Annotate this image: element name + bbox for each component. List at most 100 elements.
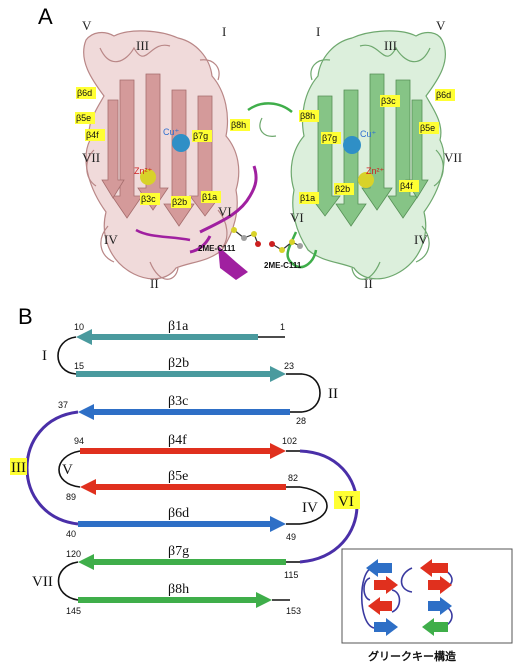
loop-label-iii-highlight <box>10 458 27 475</box>
right-strand-tag-7: β1a <box>299 192 319 204</box>
right-loop-label-4: VII <box>444 150 462 165</box>
right-cu-sphere <box>343 136 361 154</box>
me-right-atoms <box>269 239 303 253</box>
left-loop-label-1: V <box>82 18 92 33</box>
right-strand-tag-3-text: β6d <box>436 90 451 100</box>
right-zn-sphere <box>358 172 374 188</box>
residue-49: 49 <box>286 532 296 542</box>
left-strand-tag-4-text: β3c <box>141 194 156 204</box>
left-cu-label: Cu⁺ <box>163 127 180 137</box>
right-strand-tag-2-text: β3c <box>381 96 396 106</box>
panel-label-a: A <box>38 4 53 29</box>
right-strand-tag-8: β2b <box>334 183 354 195</box>
left-strand-tag-6-text: β1a <box>202 192 217 202</box>
strand-label-2b: β2b <box>168 356 189 371</box>
left-strand-tag-8-highlight <box>230 119 250 131</box>
left-strand-tag-3: β4f <box>85 129 105 141</box>
left-strand-tag-2-text: β5e <box>76 113 91 123</box>
strand-arrow-6d <box>78 516 286 532</box>
residue-115: 115 <box>284 570 298 580</box>
left-strand-tag-3-text: β4f <box>86 130 99 140</box>
loop-label-v: V <box>62 462 73 478</box>
left-zn-label: Zn²⁺ <box>134 166 153 176</box>
left-loop-label-4: VII <box>82 150 100 165</box>
left-loop-label-5: VI <box>218 204 232 219</box>
residue-37: 37 <box>58 400 68 410</box>
right-cu-label: Cu⁺ <box>360 129 377 139</box>
residue-89: 89 <box>66 492 76 502</box>
left-strand-tag-1-highlight <box>76 87 96 99</box>
left-strand-tag-5: β2b <box>171 196 191 208</box>
residue-82: 82 <box>288 473 298 483</box>
right-strand-tag-4-highlight <box>321 132 341 144</box>
right-zn-label: Zn²⁺ <box>366 166 385 176</box>
loop-label-iv: IV <box>302 500 318 516</box>
right-strand-tag-1-highlight <box>299 110 319 122</box>
strand-arrow-1a <box>76 329 258 345</box>
loop-i-curve <box>57 336 77 375</box>
left-strand-tag-2: β5e <box>75 112 95 124</box>
right-loop-label-5: VI <box>290 210 304 225</box>
right-loop-vi <box>286 231 318 269</box>
left-loop-label-6: IV <box>104 232 118 247</box>
right-strand-tag-7-highlight <box>299 192 319 204</box>
loop-iv-curve <box>299 486 328 525</box>
left-strand-tag-8-text: β8h <box>231 120 246 130</box>
loop-label-i: I <box>42 348 47 364</box>
left-zn-sphere <box>140 169 156 185</box>
residue-94: 94 <box>74 436 84 446</box>
right-strand-tag-3-highlight <box>435 89 455 101</box>
right-strand-tag-6-highlight <box>399 180 419 192</box>
loop-label-iii: III <box>11 460 26 476</box>
right-loop-label-7: II <box>364 276 373 291</box>
right-loop-label-1: I <box>316 24 320 39</box>
right-strand-tag-5-text: β5e <box>420 123 435 133</box>
right-strand-tag-4-text: β7g <box>322 133 337 143</box>
residue-15: 15 <box>74 361 84 371</box>
me-right-label: 2ME-C111 <box>264 261 302 270</box>
strand-arrow-2b <box>76 366 286 382</box>
left-loop-vi <box>189 165 258 254</box>
residue-1: 1 <box>280 322 285 332</box>
residue-40: 40 <box>66 529 76 539</box>
residue-23: 23 <box>284 361 294 371</box>
left-strand-tag-5-highlight <box>171 196 191 208</box>
residue-120: 120 <box>66 549 81 559</box>
greek-key-caption: グリークキー構造 <box>368 649 457 663</box>
left-strand-tag-8: β8h <box>230 119 250 131</box>
left-strand-tag-5-text: β2b <box>172 197 187 207</box>
strand-label-1a: β1a <box>168 319 189 334</box>
loop-v-curve <box>58 450 81 488</box>
loop-label-vii: VII <box>32 574 53 590</box>
left-beta-sheet <box>101 73 221 227</box>
left-strand-tag-7-highlight <box>192 130 212 142</box>
strand-label-3c: β3c <box>168 394 188 409</box>
left-strand-tag-7: β7g <box>192 130 212 142</box>
right-loop-label-2: III <box>384 38 397 53</box>
residue-102: 102 <box>282 436 297 446</box>
left-strand-tag-4-highlight <box>140 193 160 205</box>
loop-label-vi-highlight <box>334 491 360 509</box>
strand-label-4f: β4f <box>168 433 187 448</box>
left-loop-label-7: II <box>150 276 159 291</box>
left-strand-tag-4: β3c <box>140 193 160 205</box>
panel-label-b: B <box>18 304 33 329</box>
residue-28: 28 <box>296 416 306 426</box>
loop-vii-curve <box>57 561 79 601</box>
left-strand-tag-6-highlight <box>201 191 221 203</box>
greek-key-arrows <box>366 559 452 636</box>
topology-strands <box>76 329 290 608</box>
left-strand-tag-3-highlight <box>85 129 105 141</box>
residue-153: 153 <box>286 606 301 616</box>
left-loop-iv <box>135 228 191 242</box>
strand-arrow-8h <box>78 592 272 608</box>
strand-arrow-5e <box>80 479 286 495</box>
strand-arrow-7g <box>78 554 286 570</box>
residue-145: 145 <box>66 606 81 616</box>
left-magenta-arrow <box>218 246 248 280</box>
left-strand-tag-6: β1a <box>201 191 221 203</box>
left-loop-label-3: I <box>222 24 226 39</box>
right-strand-tag-2-highlight <box>380 95 400 107</box>
